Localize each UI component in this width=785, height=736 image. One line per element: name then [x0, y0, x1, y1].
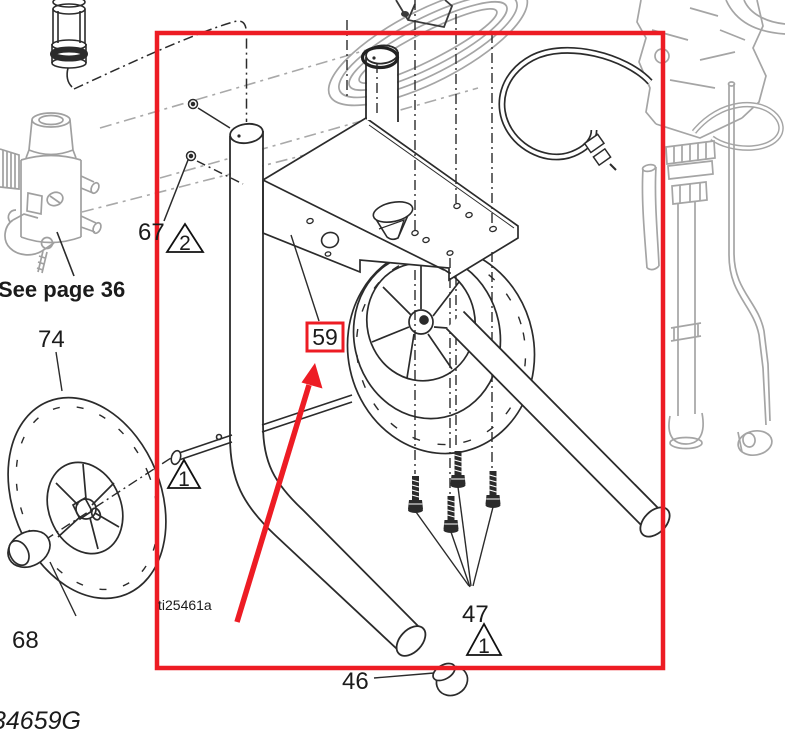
inline-filter-part — [50, 0, 88, 88]
upright-tube — [365, 44, 399, 122]
leg-tube — [445, 310, 671, 538]
callout-59-leader — [290, 234, 320, 322]
valve-assembly — [0, 112, 102, 274]
warning-triangle-1-bottom — [465, 622, 503, 656]
screws-67 — [163, 98, 244, 222]
tray-funnel — [372, 201, 414, 241]
axle-bar — [170, 394, 353, 466]
warning-triangles — [165, 222, 503, 656]
callout-68-label: 68 — [12, 627, 39, 654]
whip-hose — [498, 46, 653, 171]
axle-centerline — [27, 455, 175, 552]
callout-59-label: 59 — [312, 324, 338, 350]
warning-1-bottom-number: 1 — [478, 635, 490, 658]
power-cord-coil — [327, 0, 529, 107]
highlight-arrow-shaft — [234, 384, 312, 623]
warning-triangle-2 — [165, 222, 205, 253]
left-wheel-part — [7, 396, 167, 600]
highlight-overlays — [154, 30, 666, 671]
warning-1-left-number: 1 — [178, 468, 190, 491]
tray-holes — [306, 202, 497, 257]
see-page-note: See page 36 — [0, 277, 125, 302]
highlight-arrow-head — [301, 363, 323, 389]
callout-68-leader — [49, 561, 77, 617]
callout-74-leader — [55, 351, 63, 392]
callout-46-label: 46 — [342, 668, 369, 695]
pail-hook-ring — [360, 45, 400, 70]
pump-assembly — [636, 0, 785, 457]
callout-46-leader — [373, 672, 435, 679]
cart-tray-part-59 — [262, 116, 519, 282]
reference-lines — [81, 45, 479, 213]
highlight-rectangle — [154, 30, 666, 671]
callout-67-label: 67 — [138, 219, 165, 246]
cap-part-68 — [7, 529, 51, 569]
cord-bracket — [395, 0, 454, 29]
warning-2-number: 2 — [179, 232, 191, 255]
see-page-leader-line — [56, 231, 75, 277]
document-code: 34659G — [0, 707, 81, 735]
warning-triangle-1-left — [166, 458, 202, 489]
highlight-part-59-badge — [305, 321, 345, 353]
handle-tube — [229, 122, 427, 657]
filter-centerline — [73, 20, 248, 122]
callout-47-label: 47 — [462, 601, 489, 628]
callout-47-leaders — [415, 486, 494, 588]
image-code: ti25461a — [158, 597, 212, 613]
callout-74-label: 74 — [38, 326, 65, 353]
